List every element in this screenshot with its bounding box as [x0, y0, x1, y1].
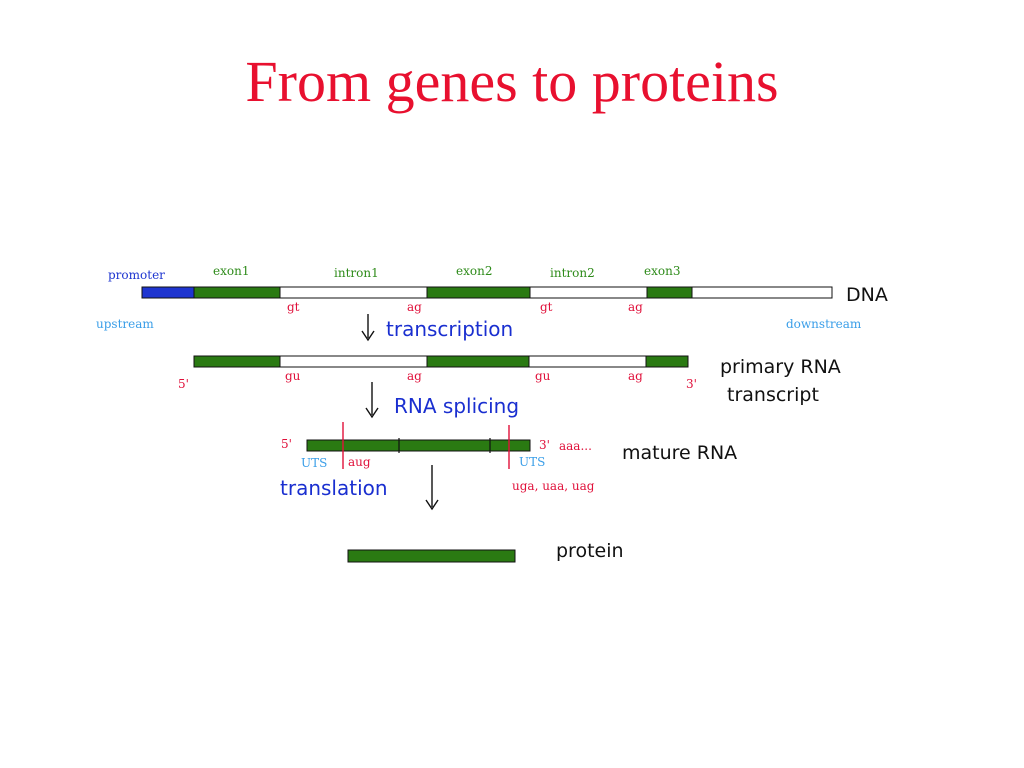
- promoter-label: promoter: [108, 268, 165, 282]
- start-codon-label: aug: [348, 455, 371, 469]
- mature-three-prime-label: 3': [539, 438, 550, 452]
- mature-five-prime-label: 5': [281, 437, 292, 451]
- dna-row: promoter exon1 intron1 exon2 intron2 exo…: [96, 264, 888, 331]
- intron1-label: intron1: [334, 266, 379, 280]
- downstream-label: downstream: [786, 317, 862, 331]
- primary-gu-label-2: gu: [535, 369, 551, 383]
- primary-gu-label-1: gu: [285, 369, 301, 383]
- dna-label: DNA: [846, 284, 888, 306]
- primary-ag-label-1: ag: [407, 369, 422, 383]
- exon2-segment: [426, 286, 531, 299]
- down-arrow-icon: [365, 382, 379, 419]
- primary-exon2-segment: [426, 355, 530, 368]
- transcription-label: transcription: [386, 317, 513, 341]
- exon3-segment: [646, 286, 693, 299]
- protein-label: protein: [556, 540, 624, 562]
- mature-rna-bar: [306, 439, 531, 452]
- stop-codons-label: uga, uaa, uag: [512, 479, 595, 493]
- exon1-segment: [193, 286, 281, 299]
- translation-label: translation: [280, 476, 388, 500]
- primary-five-prime-label: 5': [178, 377, 189, 391]
- page-title: From genes to proteins: [245, 49, 779, 114]
- primary-exon1-segment: [193, 355, 281, 368]
- protein-row: protein: [347, 540, 624, 563]
- gt-label-2: gt: [540, 300, 553, 314]
- primary-rna-row: 5' gu ag gu ag 3' primary RNA transcript: [178, 355, 841, 406]
- gt-label-1: gt: [287, 300, 300, 314]
- uts-left-label: UTS: [301, 456, 327, 470]
- upstream-label: upstream: [96, 317, 154, 331]
- primary-rna-label: primary RNA: [720, 356, 841, 378]
- poly-a-tail-label: aaa...: [559, 439, 592, 453]
- uts-right-label: UTS: [519, 455, 545, 469]
- exon3-label: exon3: [644, 264, 680, 278]
- mature-rna-row: 5' 3' aaa... UTS aug UTS uga, uaa, uag m…: [281, 422, 737, 493]
- primary-ag-label-2: ag: [628, 369, 643, 383]
- primary-exon3-segment: [645, 355, 689, 368]
- ag-label-1: ag: [407, 300, 422, 314]
- primary-transcript-label: transcript: [727, 384, 819, 406]
- intron2-label: intron2: [550, 266, 595, 280]
- mature-rna-label: mature RNA: [622, 442, 737, 464]
- down-arrow-icon: [361, 314, 375, 342]
- rna-splicing-label: RNA splicing: [394, 394, 519, 418]
- transcription-step: transcription: [361, 314, 513, 342]
- translation-step: translation: [280, 465, 439, 511]
- downstream-segment: [691, 286, 833, 299]
- primary-intron1-segment: [279, 355, 428, 368]
- protein-bar: [347, 549, 516, 563]
- down-arrow-icon: [425, 465, 439, 511]
- exon1-label: exon1: [213, 264, 249, 278]
- primary-three-prime-label: 3': [686, 377, 697, 391]
- intron1-segment: [279, 286, 428, 299]
- intron2-segment: [529, 286, 648, 299]
- splicing-step: RNA splicing: [365, 382, 519, 419]
- ag-label-2: ag: [628, 300, 643, 314]
- exon2-label: exon2: [456, 264, 492, 278]
- primary-intron2-segment: [528, 355, 647, 368]
- promoter-segment: [141, 286, 195, 299]
